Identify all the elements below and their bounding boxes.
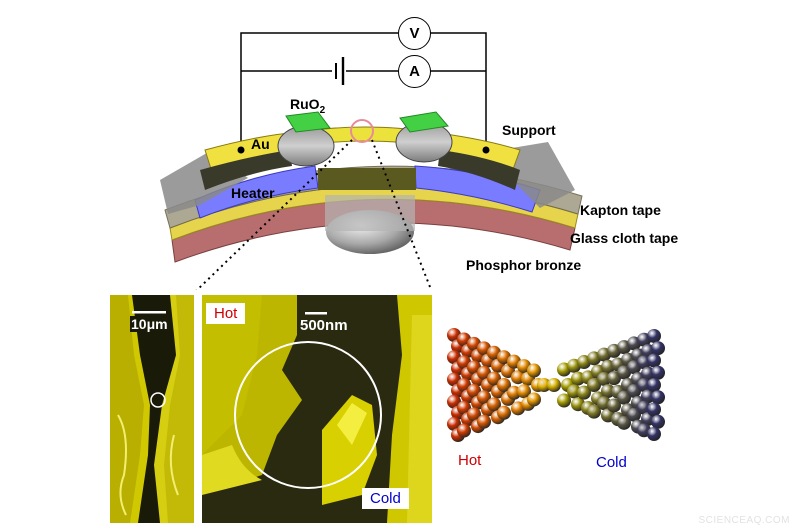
atom-sphere — [587, 404, 601, 419]
atom-sphere — [447, 394, 461, 409]
ammeter: A — [398, 55, 431, 88]
atom-sphere — [651, 365, 665, 380]
center-bar — [318, 168, 416, 190]
atom-sphere — [487, 371, 501, 386]
ammeter-label: A — [409, 63, 420, 80]
ruo2-left — [285, 111, 331, 133]
atom-sphere — [537, 378, 551, 392]
voltmeter-label: V — [409, 25, 420, 42]
zoom-lines — [195, 139, 433, 290]
contact-dot-right — [482, 146, 490, 154]
atom-sphere — [527, 392, 541, 407]
atomic-model — [447, 328, 665, 442]
atom-sphere — [467, 407, 481, 422]
atom-sphere — [447, 416, 461, 431]
contact-dot-left — [237, 146, 245, 154]
sem-hot-tag: Hot — [206, 303, 246, 324]
atom-sphere — [601, 384, 615, 399]
circuit-wires — [240, 32, 487, 150]
battery-icon — [335, 57, 345, 85]
ruo2-subscript: 2 — [319, 104, 326, 116]
atom-sphere — [617, 390, 631, 405]
glass-cloth-label: Glass cloth tape — [570, 230, 679, 246]
atom-sphere — [517, 384, 531, 399]
zoom-scale-bar — [305, 312, 327, 315]
model-cold-label: Cold — [596, 454, 627, 471]
dome-left — [277, 125, 335, 167]
atom-sphere — [477, 390, 491, 405]
atom-sphere — [651, 414, 665, 429]
voltmeter: V — [398, 17, 431, 50]
atom-sphere — [577, 385, 591, 400]
device-schematic — [160, 32, 583, 290]
atom-sphere — [547, 378, 561, 392]
atom-sphere — [647, 402, 661, 417]
atom-sphere — [617, 415, 631, 430]
atom-sphere — [647, 353, 661, 368]
ruo2-label: RuO2 — [290, 96, 325, 116]
atom-sphere — [607, 398, 621, 413]
phosphor-bronze-label: Phosphor bronze — [466, 257, 582, 273]
atom-sphere — [637, 378, 651, 392]
atom-sphere — [497, 405, 511, 420]
ruo2-text: RuO — [290, 96, 320, 112]
atom-sphere — [647, 427, 661, 442]
atom-sphere — [647, 378, 661, 392]
atom-sphere — [651, 390, 665, 405]
support-label: Support — [502, 122, 556, 138]
atom-sphere — [497, 378, 511, 392]
atom-sphere — [597, 371, 611, 386]
zoom-scale-label: 500nm — [300, 317, 348, 334]
atom-sphere — [457, 423, 471, 438]
support-right — [500, 142, 575, 208]
watermark: SCIENCEAQ.COM — [698, 515, 790, 526]
atom-sphere — [647, 328, 661, 343]
atom-sphere — [651, 341, 665, 356]
atom-sphere — [527, 363, 541, 378]
atom-sphere — [467, 383, 481, 398]
sem-cold-tag: Cold — [362, 488, 409, 509]
heater-label: Heater — [231, 185, 275, 201]
junction-circle — [350, 119, 374, 143]
atom-sphere — [627, 407, 641, 422]
atom-sphere — [557, 393, 571, 408]
model-hot-label: Hot — [458, 452, 482, 469]
sem-panel-overview: 10μm — [110, 295, 194, 523]
atom-sphere — [457, 400, 471, 415]
sem-panel-zoom: Hot 500nm Cold — [202, 295, 432, 523]
overview-scale-bar — [132, 311, 166, 314]
ruo2-right — [399, 111, 449, 133]
overview-zoom-circle — [150, 392, 166, 408]
zoom-circle — [234, 341, 382, 489]
sem-zoom-image — [202, 295, 432, 523]
au-label: Au — [251, 136, 270, 152]
atom-sphere — [487, 397, 501, 412]
sem-overview-image — [110, 295, 194, 523]
overview-scale-label: 10μm — [130, 316, 169, 332]
kapton-label: Kapton tape — [580, 202, 661, 218]
atom-sphere — [477, 414, 491, 429]
